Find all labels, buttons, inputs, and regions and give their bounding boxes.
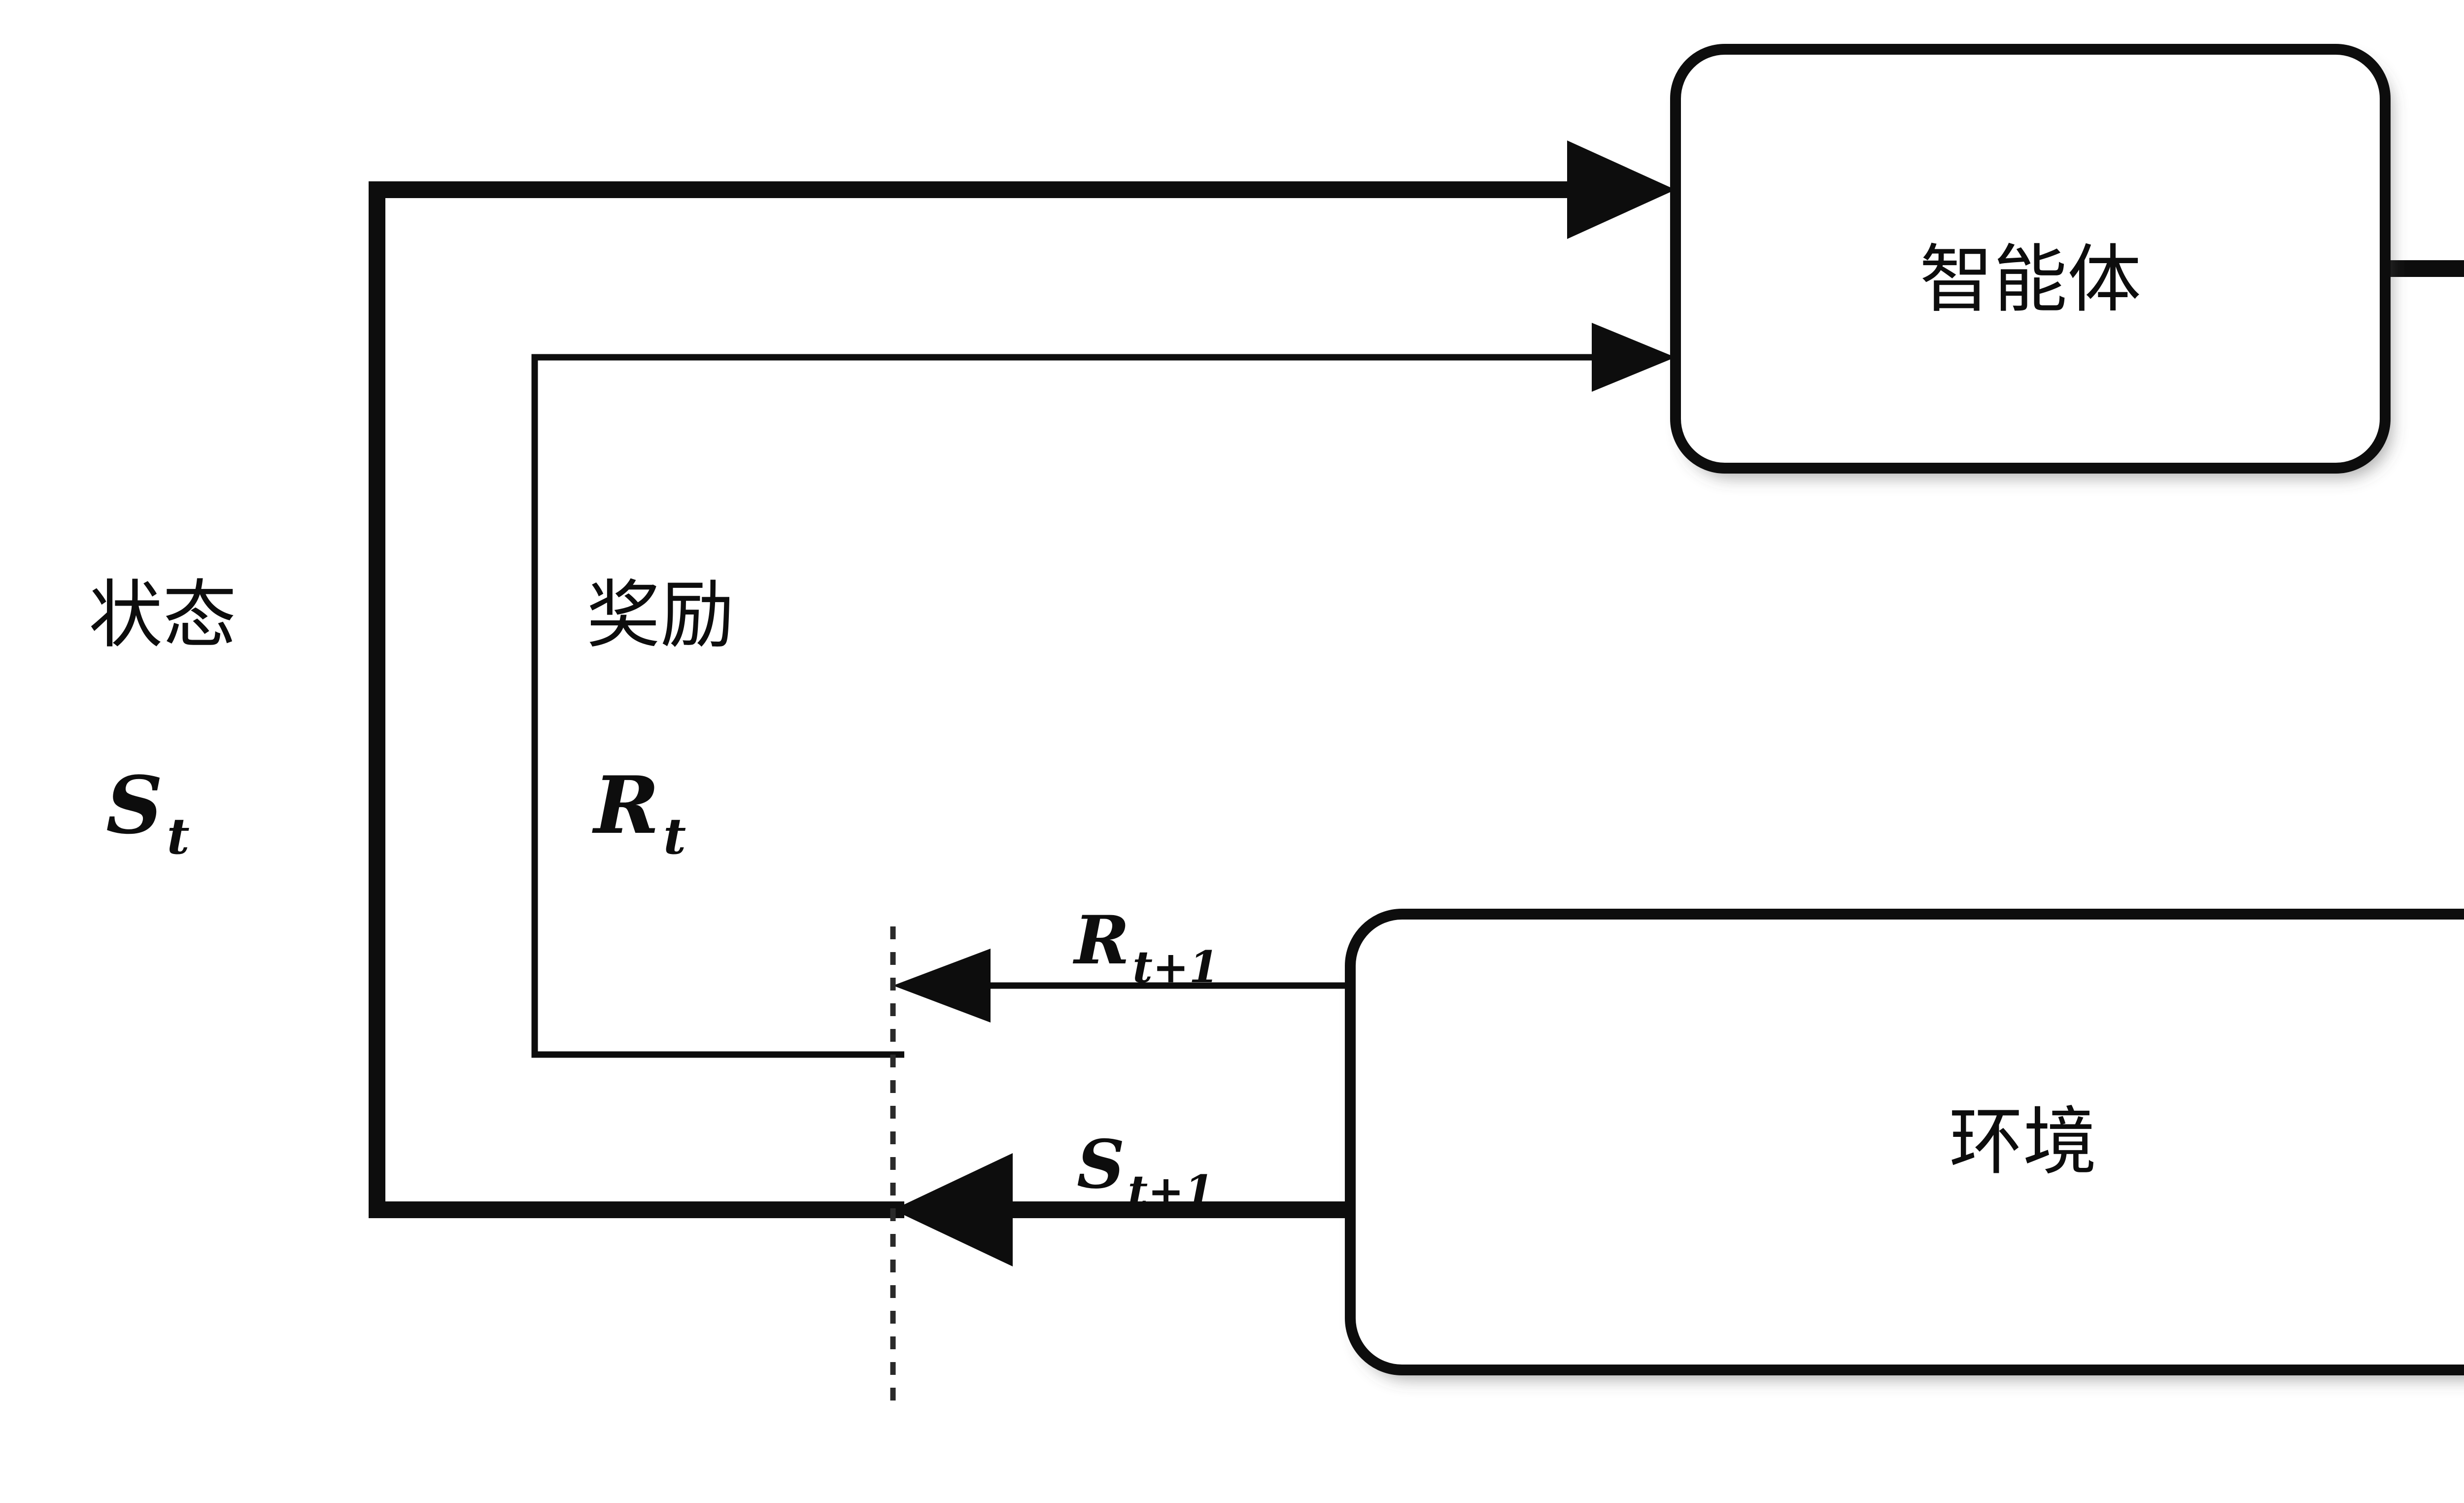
- next-reward-arrowhead: [893, 949, 991, 1023]
- next-state-symbol-subscript: t+1: [1128, 1165, 1215, 1217]
- state-symbol-base: S: [106, 759, 163, 852]
- environment-box-fill: [1350, 914, 2464, 1370]
- state-flow-line: [369, 181, 1584, 1218]
- reward-symbol: Rt: [592, 759, 686, 865]
- state-symbol-subscript: t: [167, 807, 190, 865]
- next-state-arrow: [893, 1153, 1350, 1266]
- next-reward-arrow: [893, 949, 1350, 1023]
- next-reward-symbol-base: R: [1072, 901, 1129, 979]
- agent-label: 智能体: [1919, 237, 2141, 323]
- agent-node[interactable]: 智能体: [1670, 44, 2391, 474]
- state-symbol: St: [106, 759, 190, 865]
- reward-symbol-subscript: t: [663, 807, 686, 865]
- state-side-label: 状态 St: [89, 573, 237, 865]
- next-reward-label: Rt+1: [1072, 901, 1219, 992]
- reward-flow-path: [531, 323, 1676, 1058]
- next-state-arrowhead: [893, 1153, 1013, 1266]
- next-state-label: St+1: [1077, 1125, 1214, 1217]
- state-arrowhead-into-agent: [1567, 140, 1676, 239]
- agent-box-fill: [1676, 49, 2385, 468]
- state-flow-path: [369, 140, 1676, 1218]
- reward-arrowhead-into-agent: [1592, 323, 1676, 392]
- agent-box-outline: [1670, 44, 2391, 474]
- environment-node[interactable]: 环境: [1345, 909, 2464, 1375]
- environment-box-outline: [1345, 909, 2464, 1375]
- environment-label: 环境: [1949, 1099, 2097, 1185]
- reward-flow-line: [531, 354, 1602, 1058]
- state-label-cjk: 状态: [89, 573, 237, 658]
- reward-symbol-base: R: [592, 759, 659, 852]
- reward-side-label: 奖励 Rt: [586, 573, 734, 865]
- next-state-symbol-base: S: [1077, 1125, 1125, 1203]
- reward-label-cjk: 奖励: [586, 573, 734, 658]
- next-reward-symbol-subscript: t+1: [1132, 941, 1219, 992]
